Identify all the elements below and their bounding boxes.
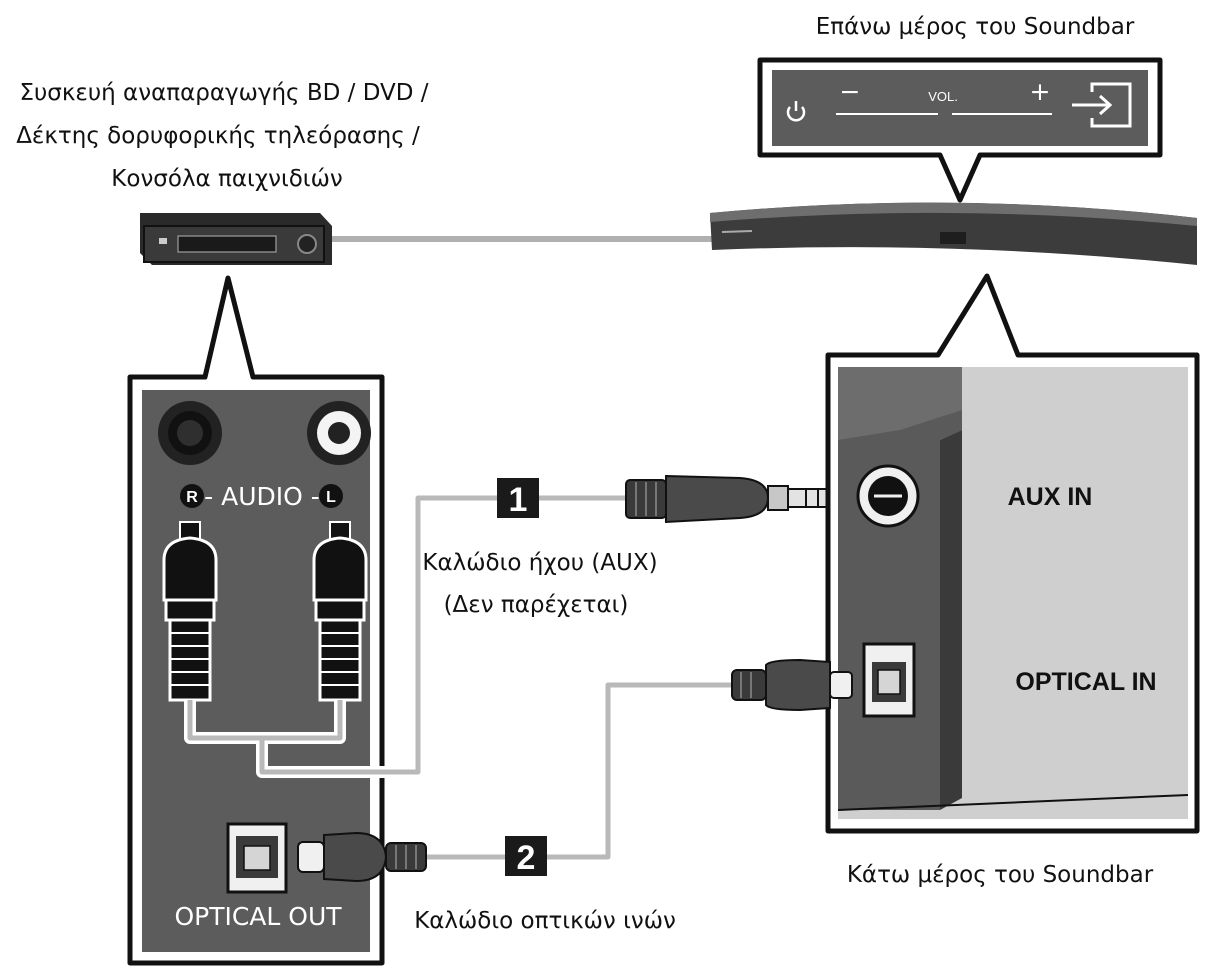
vol-minus-label: − xyxy=(840,77,861,106)
cable-2-badge xyxy=(505,836,547,876)
cable-2-number: 2 xyxy=(517,839,536,877)
source-device-label-1: Συσκευή αναπαραγωγής BD / DVD / xyxy=(19,80,428,106)
optical-out-label: OPTICAL OUT xyxy=(174,902,342,931)
power-icon xyxy=(786,101,806,122)
bd-dvd-player xyxy=(140,213,332,265)
rca-plug-l xyxy=(312,521,368,702)
cable-1-number: 1 xyxy=(509,481,528,519)
source-device-label-2: Δέκτης δορυφορικής τηλεόρασης / xyxy=(16,123,420,149)
cable-1-badge xyxy=(497,478,539,518)
audio-r-letter: R xyxy=(186,489,198,506)
audio-r-jack xyxy=(158,401,222,465)
audio-l-letter: L xyxy=(326,489,336,506)
audio-r-badge xyxy=(180,484,204,508)
optical-in-port xyxy=(862,642,916,718)
cable-1-sublabel: (Δεν παρέχεται) xyxy=(444,592,629,618)
cable-2-label: Καλώδιο οπτικών ινών xyxy=(414,908,676,934)
audio-l-jack xyxy=(307,401,371,465)
aux-35mm-plug xyxy=(625,474,843,524)
aux-in-label: AUX IN xyxy=(1008,483,1093,511)
optical-out-port xyxy=(226,822,288,894)
cable-1-label: Καλώδιο ήχου (AUX) xyxy=(422,550,657,576)
optical-cable xyxy=(425,679,732,863)
soundbar xyxy=(710,202,1197,265)
source-device-label-3: Κονσόλα παιχνιδιών xyxy=(111,166,342,192)
aux-cable xyxy=(184,492,630,778)
audio-label: - AUDIO - xyxy=(204,482,320,511)
optical-plug-in xyxy=(731,658,853,712)
optical-plug-out xyxy=(297,831,427,883)
vol-label: VOL. xyxy=(928,89,958,104)
aux-in-jack xyxy=(856,464,920,528)
audio-l-badge xyxy=(319,484,343,508)
soundbar-top-title: Επάνω μέρος του Soundbar xyxy=(816,14,1135,40)
soundbar-top-panel-callout: − VOL. + xyxy=(757,57,1163,203)
soundbar-bottom-panel-callout xyxy=(825,273,1200,834)
vol-plus-label: + xyxy=(1030,77,1051,106)
rca-plug-r xyxy=(162,521,218,702)
optical-in-label: OPTICAL IN xyxy=(1015,668,1156,696)
soundbar-bottom-title: Κάτω μέρος του Soundbar xyxy=(847,862,1154,888)
source-input-icon xyxy=(1072,82,1132,128)
